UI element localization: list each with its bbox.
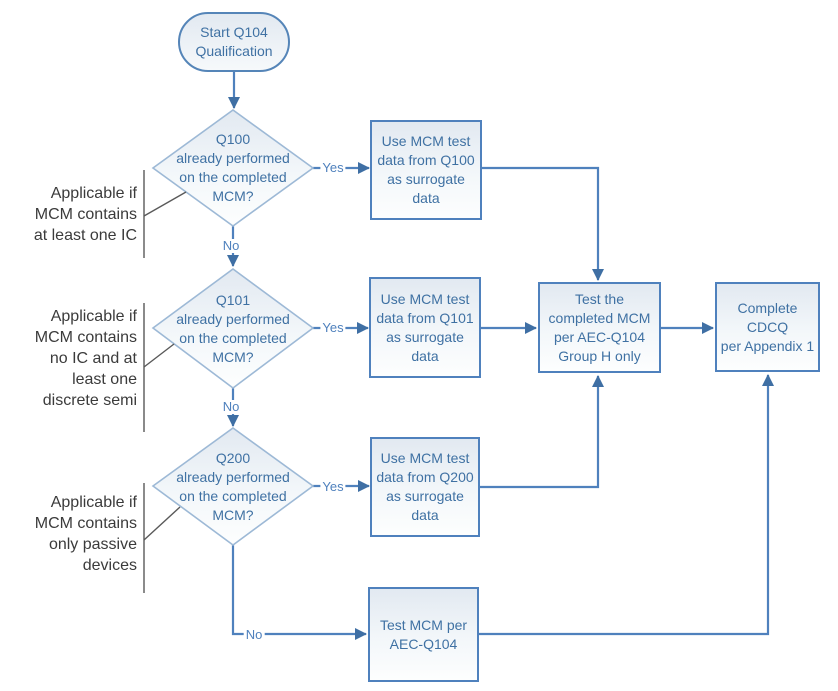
start-node: Start Q104 Qualification (178, 12, 290, 72)
edge-q104-to-cdcq (479, 374, 774, 636)
q100-decision-label: Q100 already performed on the completed … (176, 131, 290, 204)
q101-surrogate-box: Use MCM test data from Q101 as surrogate… (369, 277, 481, 378)
q101-decision-shape (151, 268, 315, 389)
q101-decision-label: Q101 already performed on the completed … (176, 291, 290, 365)
q200-no-label: No (243, 627, 265, 642)
annotation-at-least-one-ic: Applicable if MCM contains at least one … (33, 185, 137, 244)
annotation-lines-group (143, 170, 187, 593)
diamond-group (151, 109, 315, 546)
edge-q200-no (231, 545, 367, 640)
q200-decision-shape (151, 427, 315, 546)
q100-yes-label: Yes (320, 160, 346, 175)
q101-no-label: No (220, 399, 242, 414)
annotation-1-leader-line (143, 191, 187, 217)
edge-q100surrogate-to-grouph (482, 166, 604, 281)
q100-no-label: No (220, 238, 242, 253)
q100-surrogate-box: Use MCM test data from Q100 as surrogate… (370, 120, 482, 220)
q200-surrogate-box: Use MCM test data from Q200 as surrogate… (370, 437, 480, 537)
annotation-no-ic-discrete-semi: Applicable if MCM contains no IC and at … (34, 308, 137, 409)
annotation-2-leader-line (143, 343, 175, 368)
annotation-3-leader-line (143, 506, 181, 541)
annotation-only-passive-devices: Applicable if MCM contains only passive … (34, 494, 137, 574)
q100-decision-shape (151, 109, 315, 227)
q101-yes-label: Yes (320, 320, 346, 335)
q200-decision-label: Q200 already performed on the completed … (176, 449, 290, 523)
test-group-h-box: Test the completed MCM per AEC-Q104 Grou… (538, 282, 661, 373)
complete-cdcq-box: Complete CDCQ per Appendix 1 (715, 282, 820, 372)
test-aec-q104-box: Test MCM per AEC-Q104 (368, 587, 479, 682)
connector-group (227, 72, 774, 640)
q200-yes-label: Yes (320, 479, 346, 494)
edge-q200surrogate-to-grouph (480, 375, 604, 489)
